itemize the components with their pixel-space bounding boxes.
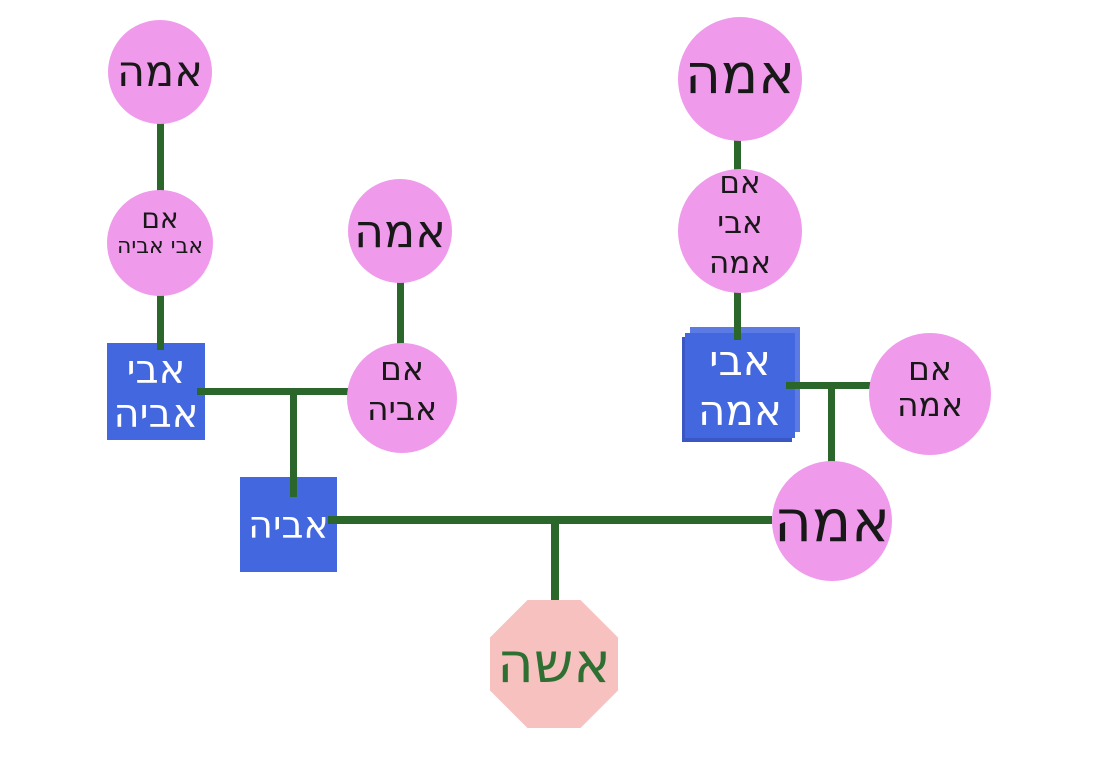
node-maternal-grandmother: אם אמה [869, 333, 991, 455]
tree-edge [290, 388, 297, 497]
node-mother-of-paternal-great-grandmother: אמה [108, 20, 212, 124]
node-label: אם [908, 349, 952, 388]
tree-edge [551, 516, 559, 602]
node-paternal-grandmother: אם אביה [347, 343, 457, 453]
node-paternal-grandfather: אבי אביה [107, 343, 205, 440]
node-maternal-great-grandmother: אם אבי אמה [678, 165, 802, 293]
tree-edge [734, 290, 741, 340]
node-label: אבי [709, 335, 771, 385]
node-label: אשה [497, 631, 611, 696]
node-label: אמה [896, 385, 964, 424]
node-paternal-great-grandmother: אם אבי אביה [107, 190, 213, 296]
node-label: אם [141, 201, 179, 235]
node-label: אבי אביה [116, 233, 204, 259]
node-label: אם [719, 165, 761, 201]
tree-edge [157, 122, 164, 194]
node-mother-of-paternal-grandmother: אמה [348, 179, 452, 283]
tree-edge [328, 516, 772, 524]
node-label: אמה [116, 47, 204, 97]
node-label: אם [380, 348, 424, 388]
node-label: אבי [717, 205, 763, 241]
node-label: אמה [773, 486, 891, 555]
tree-edge [828, 382, 835, 465]
node-father: אביה [240, 477, 337, 572]
node-maternal-grandfather: אבי אמה [685, 333, 795, 438]
tree-edge [197, 388, 352, 395]
node-label: אמה [353, 203, 447, 258]
node-mother: אמה [772, 461, 892, 581]
node-label: אביה [113, 390, 199, 437]
node-label: אמה [684, 42, 796, 106]
node-label: אביה [248, 502, 329, 547]
node-label: אביה [366, 388, 438, 428]
node-mother-of-maternal-great-grandmother: אמה [678, 17, 802, 141]
tree-edge [157, 293, 164, 350]
node-label: אמה [708, 245, 772, 281]
tree-edge [734, 136, 741, 173]
node-label: אמה [697, 385, 783, 435]
tree-edge [397, 278, 404, 345]
node-woman-subject: אשה [490, 600, 618, 728]
node-label: אבי [126, 346, 186, 393]
